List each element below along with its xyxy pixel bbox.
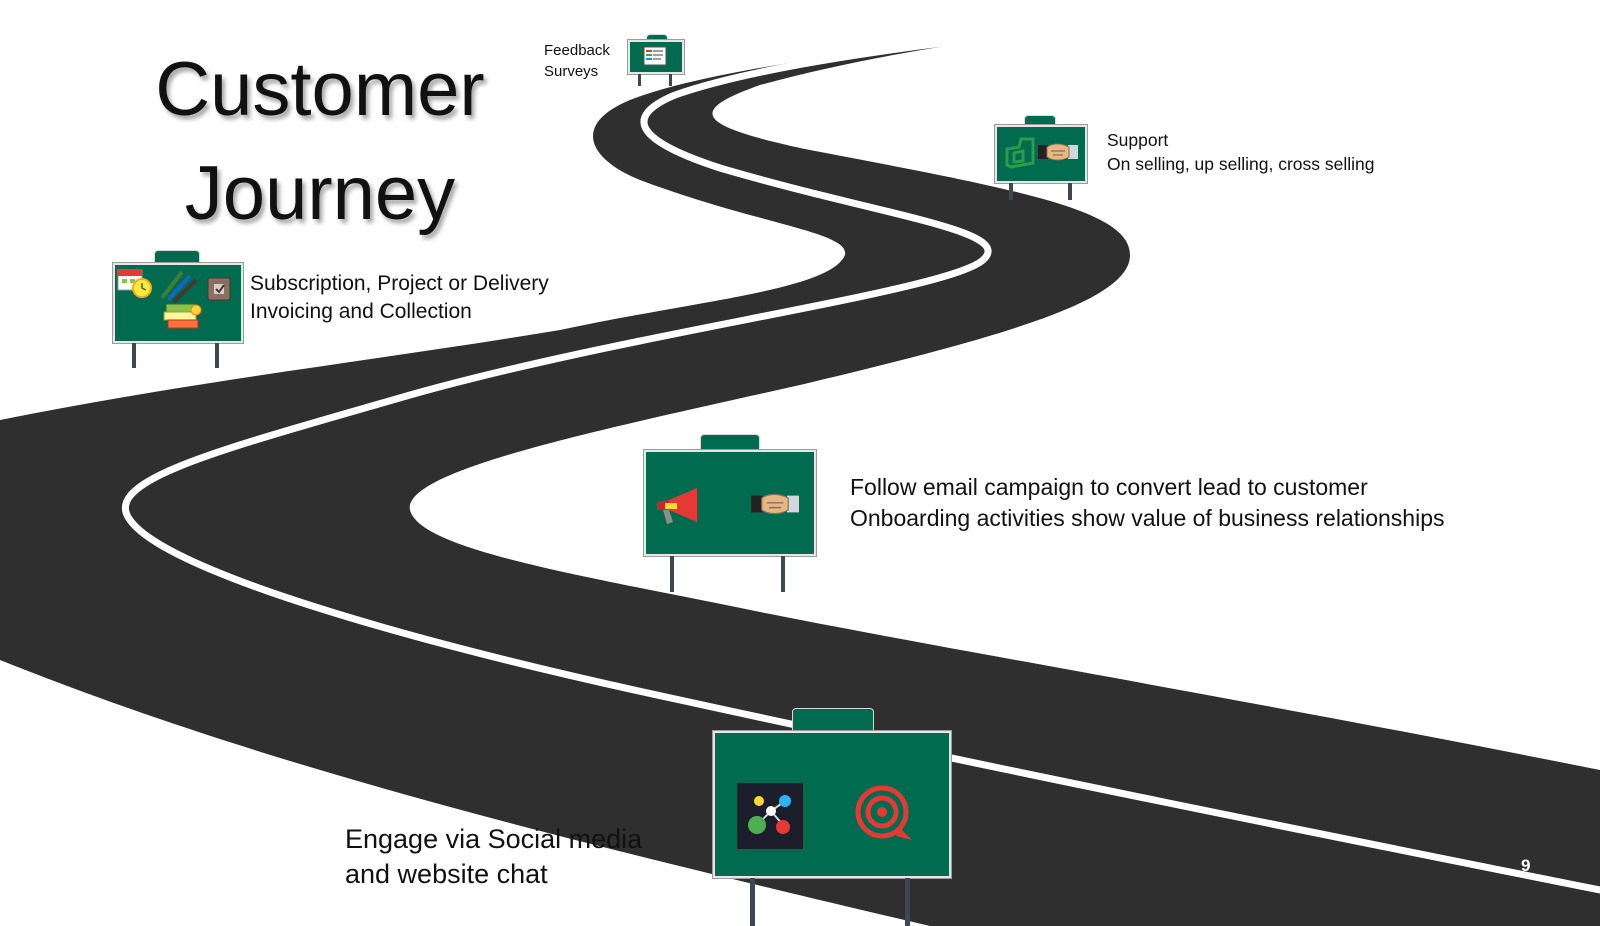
invoicing-label: Subscription, Project or Delivery Invoic…: [250, 270, 549, 326]
page-title: Customer Journey: [110, 38, 530, 246]
sign-invoicing: [112, 250, 244, 368]
sign-support: [993, 115, 1089, 200]
checkbox-stamp-icon: [207, 277, 231, 301]
support-label: Support On selling, up selling, cross se…: [1107, 128, 1375, 176]
invoicing-line-2: Invoicing and Collection: [250, 300, 472, 323]
road-surface: [0, 28, 1600, 926]
title-line-1: Customer: [155, 47, 485, 132]
handshake-icon: [751, 493, 799, 515]
calendar-clock-icon: [117, 269, 152, 298]
engage-label: Engage via Social media and website chat: [345, 822, 642, 892]
survey-form-icon: [643, 46, 667, 66]
onboarding-line-2: Onboarding activities show value of busi…: [850, 505, 1445, 531]
handshake-icon: [1038, 143, 1078, 161]
sign-engage: [712, 708, 954, 926]
engage-line-2: and website chat: [345, 859, 548, 889]
feedback-label: Feedback Surveys: [544, 40, 610, 82]
books-icon: [163, 303, 202, 329]
sign-onboarding: [643, 434, 819, 592]
page-number: 9: [1521, 856, 1531, 875]
title-line-2: Journey: [184, 151, 456, 236]
live-chat-icon: [855, 785, 912, 840]
helpdesk-logo-icon: [1005, 137, 1035, 169]
social-network-icon: [737, 783, 803, 849]
pencils-icon: [160, 270, 198, 304]
support-line-2: On selling, up selling, cross selling: [1107, 154, 1375, 174]
onboarding-line-1: Follow email campaign to convert lead to…: [850, 474, 1368, 500]
engage-line-1: Engage via Social media: [345, 824, 643, 854]
feedback-line-2: Surveys: [544, 63, 599, 80]
sign-feedback: [626, 34, 688, 86]
onboarding-label: Follow email campaign to convert lead to…: [850, 472, 1445, 534]
feedback-line-1: Feedback: [544, 42, 610, 59]
invoicing-line-1: Subscription, Project or Delivery: [250, 272, 549, 295]
support-line-1: Support: [1107, 130, 1169, 150]
megaphone-icon: [657, 488, 697, 524]
